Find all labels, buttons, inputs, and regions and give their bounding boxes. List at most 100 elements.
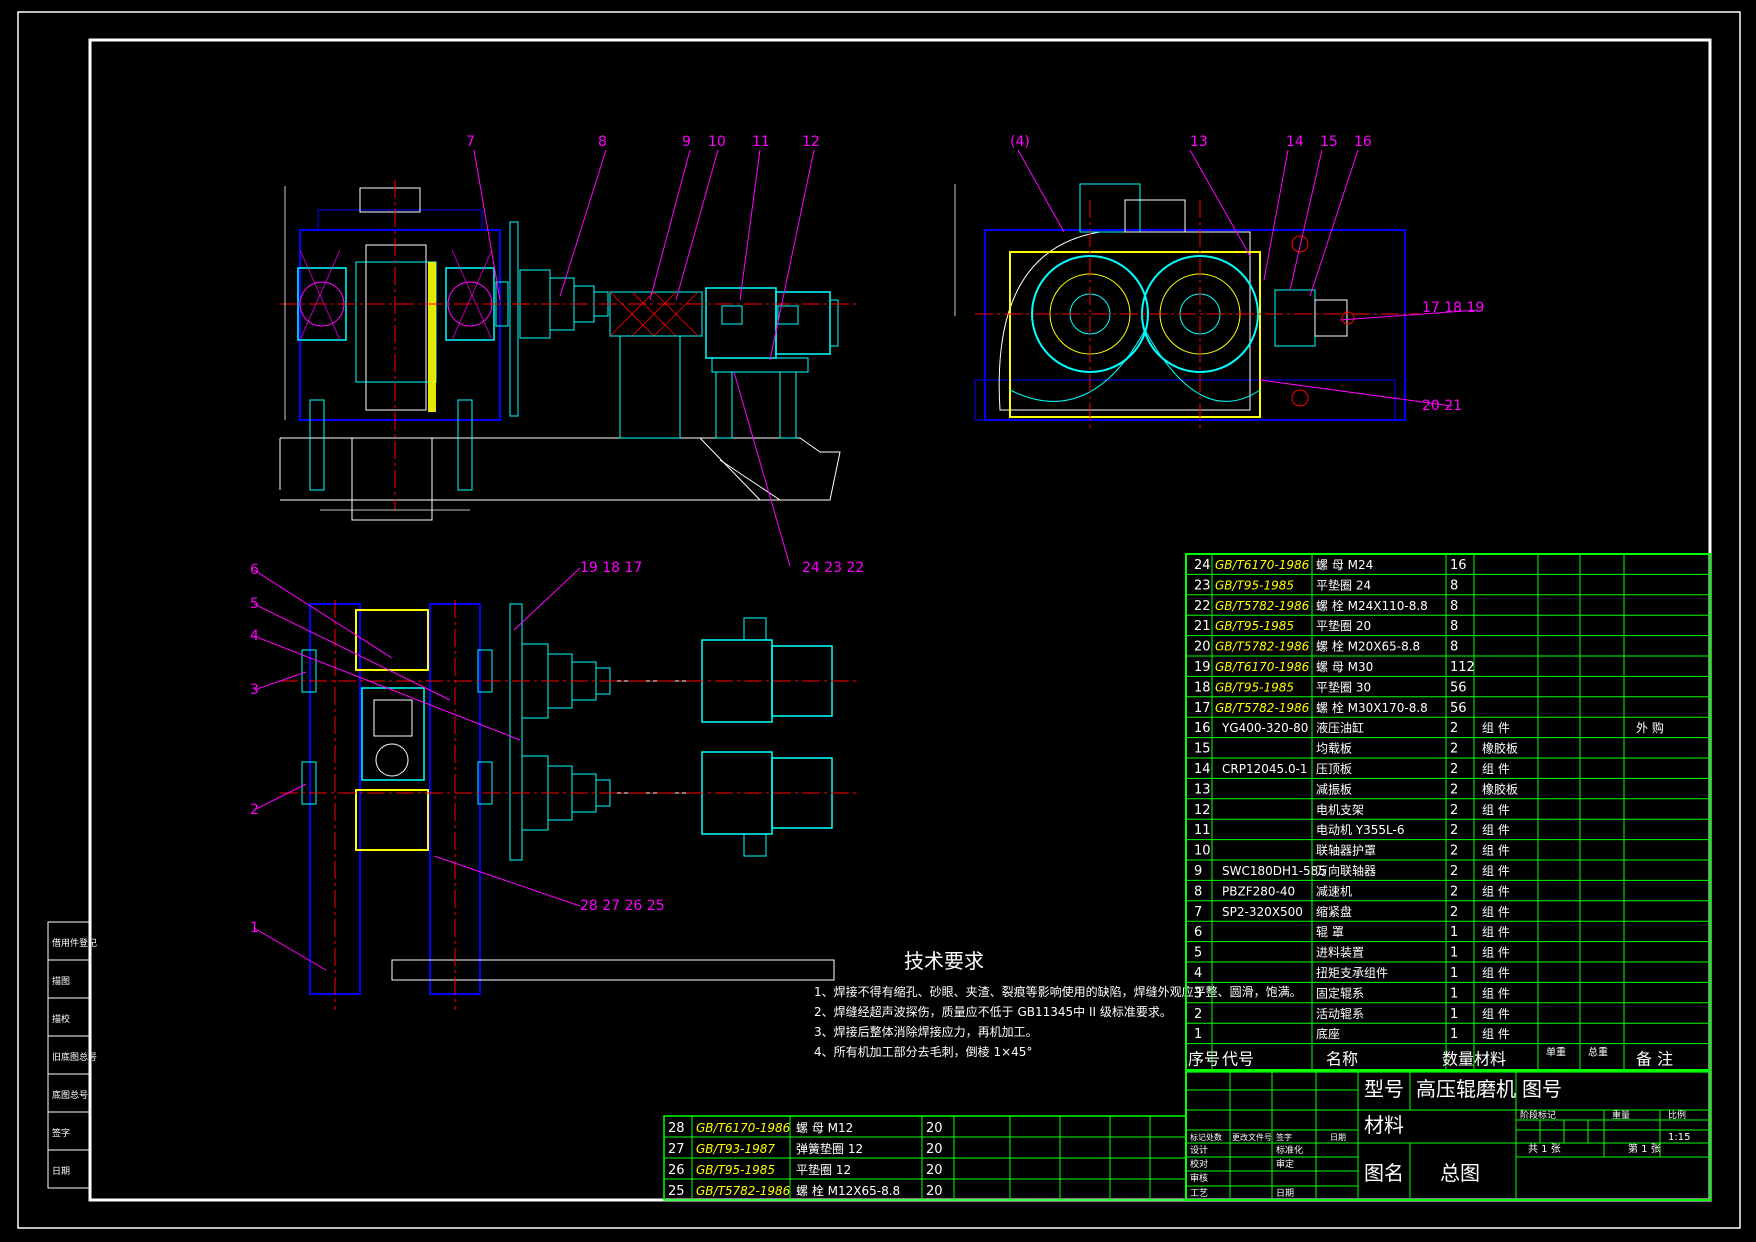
bom-no: 11 — [1194, 823, 1211, 838]
bom-name: 压顶板 — [1316, 762, 1352, 776]
balloon-6: 6 — [250, 562, 259, 578]
role-design: 设计 — [1190, 1144, 1208, 1156]
bom-name: 扭矩支承组件 — [1316, 966, 1388, 980]
tech-requirement-4: 4、所有机加工部分去毛刺，倒棱 1×45° — [814, 1044, 1032, 1059]
left-strip-2: 描校 — [52, 1013, 70, 1025]
bom-header-remark: 备 注 — [1636, 1050, 1673, 1069]
bom-qty: 56 — [1450, 701, 1467, 716]
bom-material: 组 件 — [1482, 925, 1510, 939]
bom-no: 13 — [1194, 782, 1211, 797]
bom-lower-code: GB/T5782-1986 — [696, 1184, 791, 1198]
bom-material: 组 件 — [1482, 946, 1510, 960]
bom-code: GB/T95-1985 — [1215, 619, 1294, 633]
balloon-28-27-26-25: 28 27 26 25 — [580, 898, 665, 914]
balloon-3: 3 — [250, 682, 259, 698]
bom-qty: 56 — [1450, 680, 1467, 695]
bom-material: 组 件 — [1482, 721, 1510, 735]
bom-qty: 1 — [1450, 1027, 1458, 1042]
bom-no: 20 — [1194, 640, 1211, 655]
balloon-2: 2 — [250, 802, 259, 818]
balloon-14: 14 — [1286, 134, 1304, 150]
role-approve: 审定 — [1276, 1158, 1294, 1170]
tech-requirement-2: 2、焊缝经超声波探伤，质量应不低于 GB11345中 II 级标准要求。 — [814, 1004, 1172, 1019]
bom-header-unit-weight: 单重 — [1546, 1046, 1566, 1059]
balloon-1: 1 — [250, 920, 259, 936]
bom-header-qty: 数量 — [1442, 1050, 1474, 1069]
bom-name: 固定辊系 — [1316, 985, 1364, 1000]
balloon-5: 5 — [250, 596, 259, 612]
bom-material: 组 件 — [1482, 864, 1510, 878]
bom-no: 2 — [1194, 1007, 1202, 1022]
balloon-4: 4 — [250, 628, 259, 644]
bom-code: SP2-320X500 — [1222, 905, 1303, 919]
bom-qty: 2 — [1450, 884, 1458, 899]
bom-no: 1 — [1194, 1027, 1202, 1042]
bom-material: 组 件 — [1482, 844, 1510, 858]
balloon-13: 13 — [1190, 134, 1208, 150]
drawing-name-value: 总图 — [1440, 1161, 1480, 1185]
sheet-total: 共 1 张 — [1528, 1143, 1561, 1155]
bom-name: 螺 栓 M24X110-8.8 — [1316, 598, 1428, 613]
bom-qty: 2 — [1450, 823, 1458, 838]
bom-name: 电动机 Y355L-6 — [1316, 823, 1405, 837]
bom-code: GB/T95-1985 — [1215, 578, 1294, 592]
bom-qty: 112 — [1450, 660, 1475, 675]
bom-no: 17 — [1194, 701, 1211, 716]
title-block: 型号 高压辊磨机 图号 材料 图名 总图 阶段标记 重量 比例 1:15 共 1… — [1185, 1069, 1711, 1201]
change-header-doc: 更改文件号 — [1232, 1132, 1272, 1142]
front-view — [279, 180, 860, 521]
bom-qty: 2 — [1450, 762, 1458, 777]
bom-lower-no: 28 — [668, 1121, 685, 1136]
bom-material: 橡胶板 — [1482, 741, 1518, 756]
balloon-11: 11 — [752, 134, 770, 150]
material-label: 材料 — [1364, 1113, 1404, 1137]
plan-view — [280, 600, 860, 1010]
bom-qty: 1 — [1450, 966, 1458, 981]
bom-name: 平垫圈 30 — [1316, 679, 1371, 694]
bom-qty: 2 — [1450, 905, 1458, 920]
bom-qty: 2 — [1450, 782, 1458, 797]
bom-qty: 1 — [1450, 1007, 1458, 1022]
bom-name: 减振板 — [1316, 782, 1352, 796]
bom-no: 10 — [1194, 844, 1211, 859]
outer-sheet-border — [17, 11, 1741, 1229]
balloon-24-23-22: 24 23 22 — [802, 560, 864, 576]
bom-lower-qty: 20 — [926, 1142, 943, 1157]
technical-requirements: 技术要求 1、焊接不得有缩孔、砂眼、夹渣、裂痕等影响使用的缺陷，焊缝外观应平整、… — [814, 949, 1302, 1059]
bom-material: 组 件 — [1482, 803, 1510, 817]
bom-qty: 2 — [1450, 803, 1458, 818]
leader-lines — [253, 149, 1479, 971]
bom-qty: 1 — [1450, 925, 1458, 940]
bom-no: 6 — [1194, 925, 1202, 940]
bom-lower-code: GB/T6170-1986 — [696, 1121, 791, 1135]
bom-qty: 16 — [1450, 558, 1467, 573]
bom-lower-name: 平垫圈 12 — [796, 1162, 851, 1177]
bom-qty: 2 — [1450, 721, 1458, 736]
bom-name: 螺 母 M24 — [1316, 558, 1373, 572]
scale-value: 1:15 — [1668, 1132, 1690, 1143]
bom-name: 电机支架 — [1316, 803, 1364, 817]
bom-qty: 8 — [1450, 640, 1458, 655]
bom-name: 螺 母 M30 — [1316, 660, 1373, 674]
scale-label: 比例 — [1668, 1109, 1686, 1121]
role-process: 工艺 — [1190, 1188, 1208, 1199]
bom-no: 24 — [1194, 558, 1211, 573]
balloon-labels: 7 8 9 10 11 12 24 23 22 (4) 13 14 15 16 … — [250, 134, 1484, 936]
bom-header-name: 名称 — [1326, 1050, 1358, 1069]
tech-requirements-title: 技术要求 — [904, 949, 984, 973]
bom-qty: 2 — [1450, 742, 1458, 757]
bom-code: GB/T5782-1986 — [1215, 701, 1310, 715]
bom-qty: 2 — [1450, 864, 1458, 879]
balloon-8: 8 — [598, 134, 607, 150]
bom-no: 14 — [1194, 762, 1211, 777]
bom-lower-code: GB/T93-1987 — [696, 1142, 775, 1156]
role-review: 审核 — [1190, 1172, 1208, 1184]
bom-no: 7 — [1194, 905, 1202, 920]
bom-no: 23 — [1194, 578, 1211, 593]
bom-code: SWC180DH1-585 — [1222, 864, 1326, 878]
bom-qty: 8 — [1450, 578, 1458, 593]
side-view — [954, 183, 1420, 430]
